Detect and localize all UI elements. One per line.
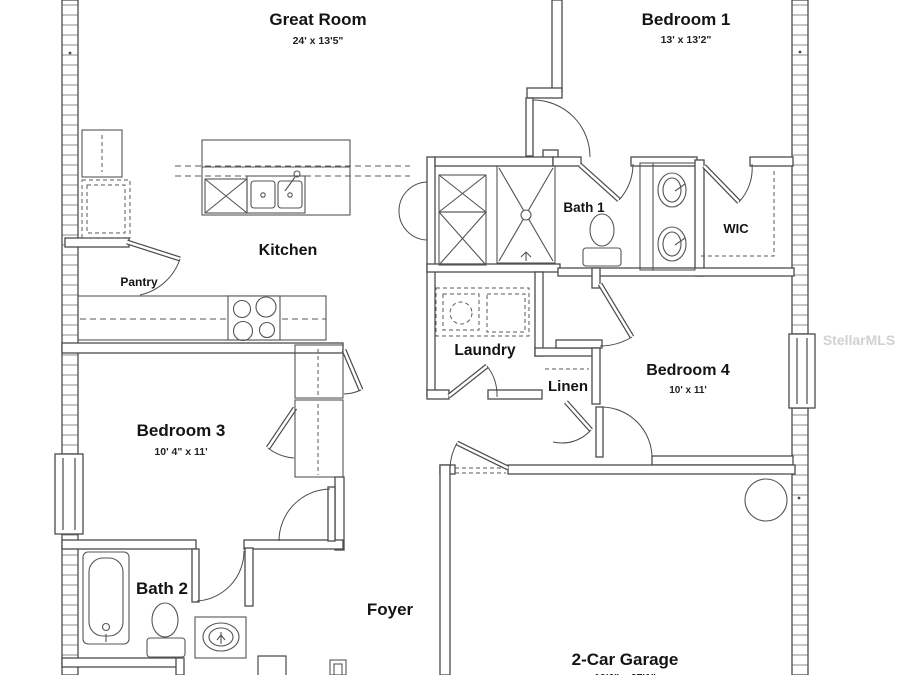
label-garage: 2-Car Garage [572,650,679,669]
watermark: StellarMLS [823,332,895,348]
label-great-room-dims: 24' x 13'5" [293,35,344,47]
wic-closet-rod [701,170,775,257]
label-bedroom3-dims: 10' 4" x 11' [154,446,207,458]
label-pantry: Pantry [120,275,158,289]
bathtub-fixture [82,551,130,645]
stove-fixture [77,295,327,342]
vanity-sink-fixture [194,616,247,659]
door-wic [702,163,753,204]
door-bedroom4-lower [595,406,653,459]
window [788,333,816,409]
door-pantry [126,239,181,296]
label-bedroom1: Bedroom 1 [642,10,731,29]
label-garage-dims: 19'6" x 27'1" [594,672,656,675]
double-sink-fixture [246,170,306,214]
door-bath2 [191,548,245,603]
toilet-fixture [146,602,186,658]
shower-fixture [496,165,556,264]
label-bedroom3: Bedroom 3 [137,421,226,440]
water-heater-fixture [744,478,788,522]
door-closet-a [341,349,364,395]
dishwasher-fixture [204,178,248,214]
door-bedroom4-upper [597,282,635,347]
door-bath1 [578,163,634,202]
closet-shelves [438,174,487,266]
label-bedroom4-dims: 10' x 11' [669,385,707,396]
door-hall-bed1 [525,97,591,158]
double-vanity-fixture [639,162,696,271]
door-laundry [447,364,498,398]
label-wic: WIC [723,221,749,236]
label-laundry: Laundry [454,342,516,359]
door-bedroom3 [278,486,336,542]
label-bath2: Bath 2 [136,579,188,598]
toilet-fixture [582,213,622,267]
window [54,453,84,535]
door-closet-hall [398,181,428,241]
label-bedroom1-dims: 13' x 13'2" [661,34,712,46]
exterior-wall-left [61,0,79,675]
door-garage-entry [449,440,510,474]
label-kitchen: Kitchen [259,242,318,259]
door-closet-b [265,406,298,459]
refrigerator-fixture [81,179,131,239]
closet-rods [294,344,344,478]
interior-walls [61,0,796,675]
door-linen [552,400,593,444]
washer-dryer-fixture [435,287,530,337]
label-great-room: Great Room [269,10,366,29]
kitchen-island [175,139,410,216]
label-bath1: Bath 1 [563,200,605,215]
cabinet-fixture [81,129,123,178]
label-bedroom4: Bedroom 4 [646,362,730,379]
label-linen: Linen [548,378,588,395]
label-foyer: Foyer [367,600,414,619]
